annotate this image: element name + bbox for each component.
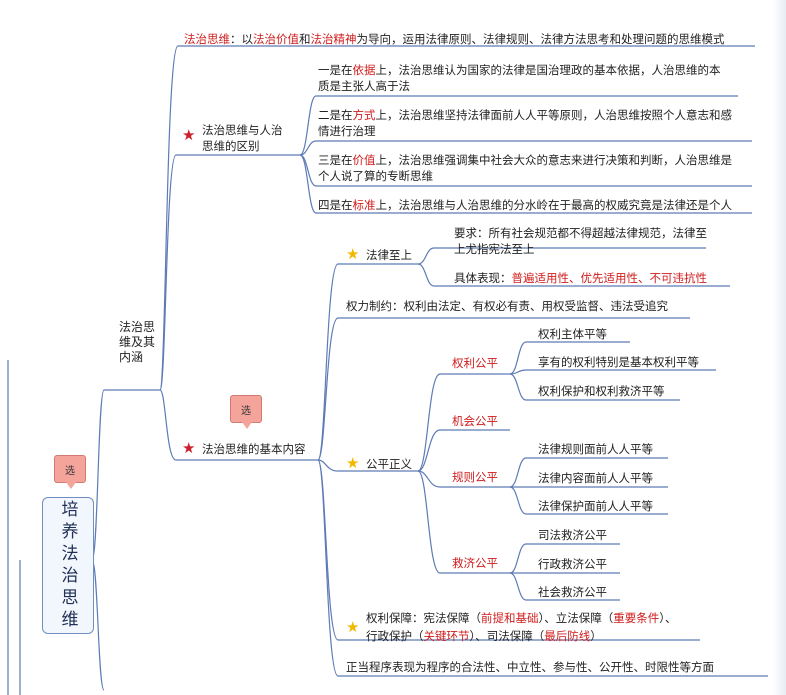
- law-supreme-manifest[interactable]: 具体表现：普遍适用性、优先适用性、不可违抗性: [454, 270, 707, 286]
- rights-line-1[interactable]: 权利保障：宪法保障（前提和基础）、立法保障（重要条件）、: [366, 610, 677, 626]
- root-to-main-connector: [91, 389, 160, 561]
- connector-group-2: [417, 429, 510, 472]
- difference-item-2[interactable]: 二是在方式上，法治思维坚持法律面前人人平等原则，人治思维按照个人意志和感情进行治…: [318, 107, 738, 139]
- definition-value-2: 法治精神: [310, 32, 357, 46]
- power-limit-node[interactable]: 权力制约：权利由法定、有权必有责、用权受监督、违法受追究: [346, 299, 668, 313]
- rights-line-2[interactable]: 行政保护（关键环节）、司法保障（最后防线）: [366, 628, 602, 644]
- star-icon: ★: [346, 618, 360, 636]
- rights-l2-a: 行政保护（: [366, 629, 424, 643]
- connector-power-limit: [317, 317, 690, 461]
- fairness-g3-item-3[interactable]: 法律保护面前人人平等: [538, 499, 653, 513]
- root-label: 培养法治思维: [57, 499, 78, 632]
- fairness-g4-item-1[interactable]: 司法救济公平: [538, 528, 607, 542]
- star-icon: ★: [182, 439, 196, 457]
- connector-g1-i1: [509, 341, 630, 375]
- fairness-label[interactable]: 公平正义: [366, 457, 412, 471]
- rights-l2-d: 最后防线: [544, 629, 591, 643]
- connector-difference: [159, 154, 300, 391]
- fairness-group-rights[interactable]: 权利公平: [452, 356, 498, 370]
- difference-item-3-pre: 三是在: [318, 153, 353, 167]
- window-edge: [772, 0, 786, 695]
- definition-rest: 为导向，运用法律原则、法律规则、法律方法思考和处理问题的思维模式: [356, 32, 725, 46]
- difference-item-2-key: 方式: [352, 108, 376, 122]
- difference-item-2-pre: 二是在: [318, 108, 353, 122]
- root-callout-text: 选: [65, 465, 75, 477]
- difference-item-4-key: 标准: [352, 198, 376, 212]
- connector-definition: [159, 45, 755, 391]
- difference-item-4[interactable]: 四是在标准上，法治思维与人治思维的分水岭在于最高的权威究竟是法律还是个人: [318, 197, 732, 213]
- rights-l2-e: ）: [590, 629, 602, 643]
- difference-item-1-post: 上，法治思维认为国家的法律是国治理政的基本依据，人治思维的本质是主张人高于法: [318, 63, 721, 93]
- connector-g1-i3: [509, 373, 680, 401]
- connector-g1-i2: [509, 369, 716, 375]
- difference-item-3[interactable]: 三是在价值上，法治思维强调集中社会大众的意志来进行决策和判断，人治思维是个人说了…: [318, 152, 738, 184]
- fairness-g3-item-2[interactable]: 法律内容面前人人平等: [538, 471, 653, 485]
- connector-group-3: [417, 470, 510, 488]
- definition-term: 法治思维: [184, 32, 230, 46]
- connector-g4-i1: [509, 543, 620, 574]
- manifest-values: 普遍适用性、优先适用性、不可违抗性: [511, 271, 708, 285]
- connector-manifest: [417, 263, 730, 287]
- connector-diff-4: [299, 154, 752, 214]
- connector-group-1: [417, 373, 510, 472]
- fairness-g3-item-1[interactable]: 法律规则面前人人平等: [538, 442, 653, 456]
- fairness-group-rules[interactable]: 规则公平: [452, 470, 498, 484]
- difference-item-1-key: 依据: [352, 63, 376, 77]
- law-supreme-requirement[interactable]: 要求：所有社会规范都不得超越法律规范，法律至上尤指宪法至上: [454, 226, 707, 256]
- difference-item-1[interactable]: 一是在依据上，法治思维认为国家的法律是国治理政的基本依据，人治思维的本质是主张人…: [318, 62, 730, 94]
- connector-g4-i3: [509, 572, 620, 601]
- difference-item-4-pre: 四是在: [318, 198, 353, 212]
- rights-l1-a: 权利保障：宪法保障（: [366, 611, 481, 625]
- connector-g3-i1: [509, 457, 668, 488]
- difference-item-1-pre: 一是在: [318, 63, 353, 77]
- difference-item-3-post: 上，法治思维强调集中社会大众的意志来进行决策和判断，人治思维是个人说了算的专断思…: [318, 153, 732, 183]
- law-supreme-label[interactable]: 法律至上: [366, 248, 412, 262]
- rights-l2-b: 关键环节: [423, 629, 470, 643]
- difference-item-3-key: 价值: [352, 153, 376, 167]
- manifest-prefix: 具体表现：: [454, 271, 512, 285]
- connector-fairness: [317, 459, 418, 472]
- fairness-group-opportunity[interactable]: 机会公平: [452, 414, 498, 428]
- connector-group-4: [417, 470, 510, 574]
- definition-value-1: 法治价值: [253, 32, 299, 46]
- rights-l1-e: ）、: [659, 611, 677, 625]
- connector-g3-i3: [509, 486, 668, 515]
- root-callout-badge: 选: [54, 455, 86, 489]
- rights-l2-c: ）、司法保障（: [469, 629, 545, 643]
- content-label[interactable]: 法治思维的基本内容: [202, 442, 306, 456]
- content-callout-badge: 选: [230, 395, 262, 429]
- definition-node[interactable]: 法治思维：以法治价值和法治精神为导向，运用法律原则、法律规则、法律方法思考和处理…: [184, 31, 725, 47]
- fairness-g1-item-2[interactable]: 享有的权利特别是基本权利平等: [538, 355, 699, 369]
- fairness-g4-item-3[interactable]: 社会救济公平: [538, 585, 607, 599]
- difference-label[interactable]: 法治思维与人治思维的区别: [202, 123, 283, 153]
- fairness-g1-item-1[interactable]: 权利主体平等: [538, 327, 607, 341]
- connector-procedure: [317, 459, 768, 677]
- star-icon: ★: [182, 126, 196, 144]
- connector-content: [159, 389, 318, 461]
- rights-l1-c: ）、立法保障（: [538, 611, 614, 625]
- fairness-group-remedy[interactable]: 救济公平: [452, 556, 498, 570]
- difference-item-4-post: 上，法治思维与人治思维的分水岭在于最高的权威究竟是法律还是个人: [375, 198, 733, 212]
- connector-diff-1: [299, 95, 738, 156]
- fairness-g1-item-3[interactable]: 权利保护和权利救济平等: [538, 384, 665, 398]
- main-branch-label[interactable]: 法治思维及其内涵: [119, 320, 156, 364]
- rights-l1-d: 重要条件: [613, 611, 660, 625]
- rights-l1-b: 前提和基础: [481, 611, 539, 625]
- fairness-g4-item-2[interactable]: 行政救济公平: [538, 557, 607, 571]
- connector-requirement: [417, 247, 706, 265]
- difference-item-2-post: 上，法治思维坚持法律面前人人平等原则，人治思维按照个人意志和感情进行治理: [318, 108, 732, 138]
- definition-and: 和: [299, 32, 311, 46]
- connector-diff-2: [299, 140, 752, 156]
- star-icon: ★: [346, 245, 360, 263]
- content-callout-text: 选: [241, 405, 251, 417]
- procedure-node[interactable]: 正当程序表现为程序的合法性、中立性、参与性、公开性、时限性等方面: [346, 660, 714, 674]
- star-icon: ★: [346, 454, 360, 472]
- connector-law-supreme: [317, 263, 418, 461]
- root-node[interactable]: 培养法治思维: [42, 497, 94, 634]
- definition-sep: ：以: [230, 32, 253, 46]
